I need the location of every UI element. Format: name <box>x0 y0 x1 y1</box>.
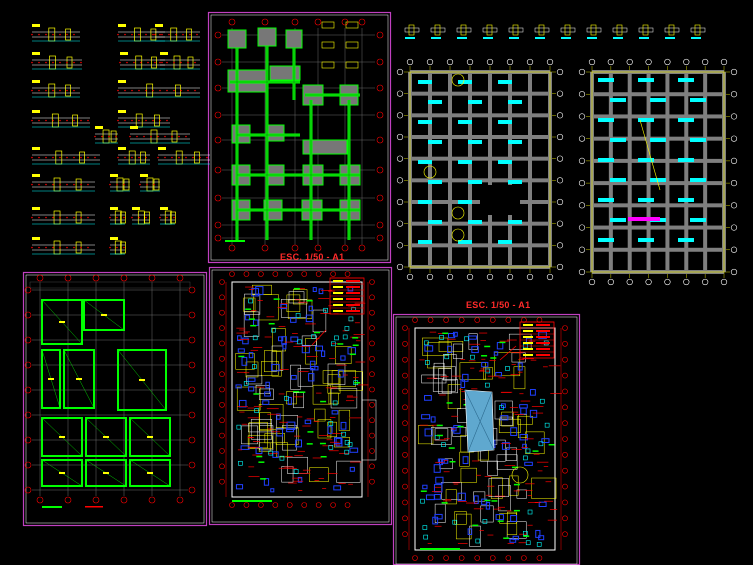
framing-plan-1[interactable] <box>396 24 706 281</box>
architecture-plan-2[interactable] <box>402 317 568 561</box>
framing-plan-2[interactable] <box>578 58 738 286</box>
sheet-frame-roof-inner <box>25 274 205 524</box>
scale-label-foundation: ESC. 1/50 - A1 <box>280 252 345 262</box>
section-details-strip[interactable] <box>31 24 210 255</box>
scale-label-framing: ESC. 1/50 - A1 <box>466 300 531 310</box>
sheet-frame-roof[interactable] <box>22 271 208 527</box>
foundation-plan[interactable] <box>214 18 384 252</box>
roof-slab-plan[interactable] <box>24 274 196 508</box>
sheet-frame-foundation[interactable] <box>207 11 392 264</box>
sheet-frame-arch-1[interactable] <box>208 266 393 526</box>
architecture-plan-1[interactable] <box>219 271 377 508</box>
sheet-frame-foundation-inner <box>210 14 389 261</box>
sheet-frame-arch-1-inner <box>211 269 390 523</box>
sheet-frame-arch-2-inner <box>395 316 578 565</box>
